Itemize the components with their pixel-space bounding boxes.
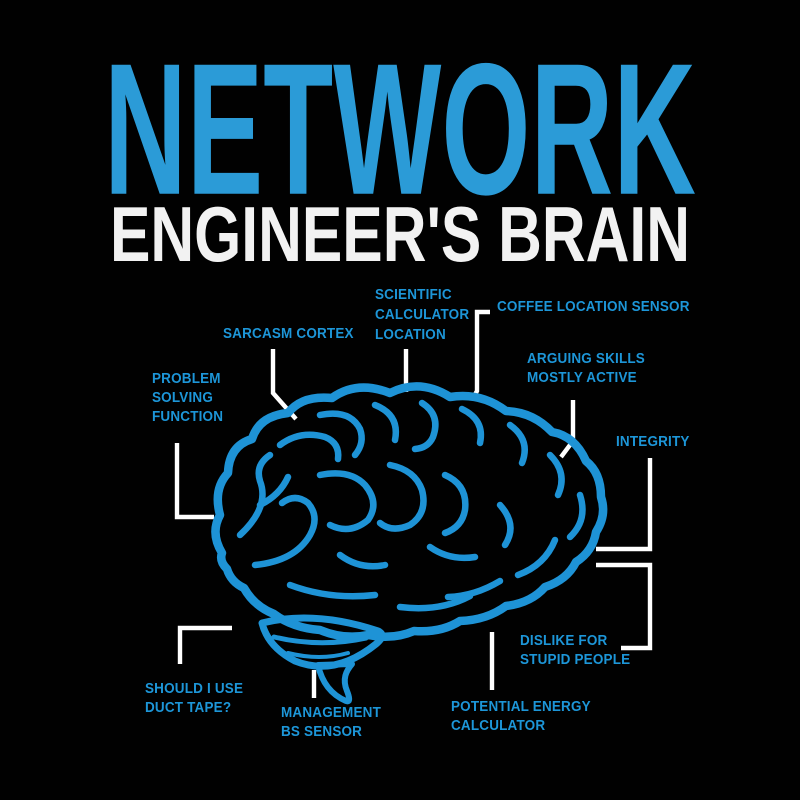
label-coffee-location-sensor: COFFEE LOCATION SENSOR — [497, 299, 690, 315]
cerebellum — [258, 614, 386, 670]
label-integrity: INTEGRITY — [616, 434, 690, 450]
callout-coffee-location — [471, 309, 490, 400]
brain-illustration — [211, 382, 608, 705]
label-dislike-for-stupid-people: DISLIKE FOR STUPID PEOPLE — [520, 633, 631, 668]
label-should-i-use-duct-tape: SHOULD I USE DUCT TAPE? — [145, 681, 244, 716]
label-sarcasm-cortex: SARCASM CORTEX — [223, 326, 354, 342]
callout-dislike-stupid-people — [596, 562, 653, 651]
brain-outline — [211, 382, 608, 642]
title-line-engineers-brain: ENGINEER'S BRAIN — [110, 190, 690, 278]
label-scientific-calculator-location: SCIENTIFIC CALCULATOR LOCATION — [375, 287, 470, 343]
title-line-network: NETWORK — [104, 24, 696, 234]
cerebellum-fold — [286, 651, 350, 659]
callout-duct-tape — [177, 625, 232, 664]
label-arguing-skills-mostly-active: ARGUING SKILLS MOSTLY ACTIVE — [527, 351, 645, 386]
brain-folds — [236, 399, 586, 612]
callout-integrity — [596, 458, 653, 552]
label-problem-solving-function: PROBLEM SOLVING FUNCTION — [152, 371, 224, 425]
label-potential-energy-calculator: POTENTIAL ENERGY CALCULATOR — [451, 699, 591, 734]
cerebellum-fold — [271, 634, 369, 646]
title-block: NETWORK ENGINEER'S BRAIN — [104, 24, 696, 278]
brain-stem — [315, 661, 355, 705]
label-management-bs-sensor: MANAGEMENT BS SENSOR — [281, 705, 382, 740]
callout-problem-solving — [174, 443, 214, 520]
callout-arguing-skills — [559, 400, 576, 459]
